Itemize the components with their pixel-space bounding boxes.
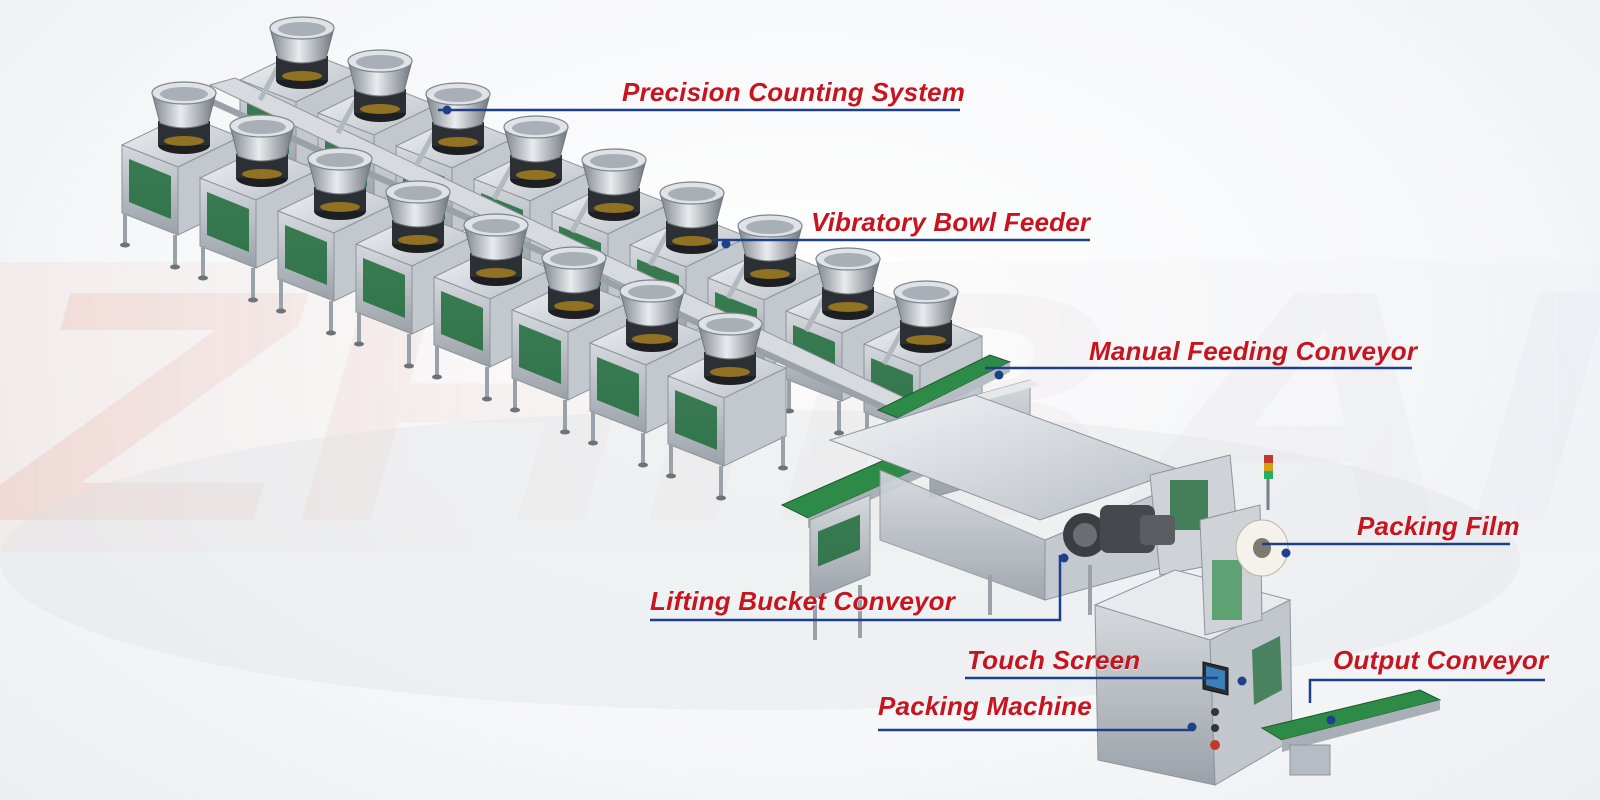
vibratory-bowl: [541, 246, 607, 319]
callout-vibratory-bowl-feeder: Vibratory Bowl Feeder: [811, 207, 1091, 237]
callout-precision-counting-system: Precision Counting System: [622, 77, 966, 107]
packing-machine-body: [1093, 455, 1293, 786]
vibratory-bowl: [151, 81, 217, 154]
vibratory-bowl: [229, 114, 295, 187]
vibratory-bowl: [307, 147, 373, 220]
callout-packing-film: Packing Film: [1357, 511, 1520, 541]
vibratory-bowl: [581, 148, 647, 221]
vibratory-bowl: [737, 214, 803, 287]
callout-dots: [442, 105, 1336, 732]
vibratory-bowls: [151, 16, 959, 385]
vibratory-bowl: [697, 312, 763, 385]
vibratory-bowl: [347, 49, 413, 122]
feeder-station: [666, 345, 788, 501]
callout-packing-machine: Packing Machine: [878, 691, 1092, 721]
vibratory-bowl: [893, 280, 959, 353]
vibratory-bowl: [815, 247, 881, 320]
vibratory-bowl: [269, 16, 335, 89]
vibratory-bowl: [659, 181, 725, 254]
callout-leaders: [438, 108, 1545, 732]
callout-touch-screen: Touch Screen: [967, 645, 1141, 675]
vibratory-bowl: [463, 213, 529, 286]
callout-lifting-bucket-conveyor: Lifting Bucket Conveyor: [650, 586, 956, 616]
vibratory-bowl: [425, 82, 491, 155]
leader-lifting-bucket-conveyor: [650, 555, 1062, 622]
vibratory-bowl: [503, 115, 569, 188]
vibratory-bowl: [385, 180, 451, 253]
callout-output-conveyor: Output Conveyor: [1333, 645, 1549, 675]
leader-output-conveyor: [1308, 678, 1545, 703]
output-conveyor-belt: [1260, 689, 1442, 776]
callout-manual-feeding-conveyor: Manual Feeding Conveyor: [1089, 336, 1418, 366]
vibratory-bowl: [619, 279, 685, 352]
